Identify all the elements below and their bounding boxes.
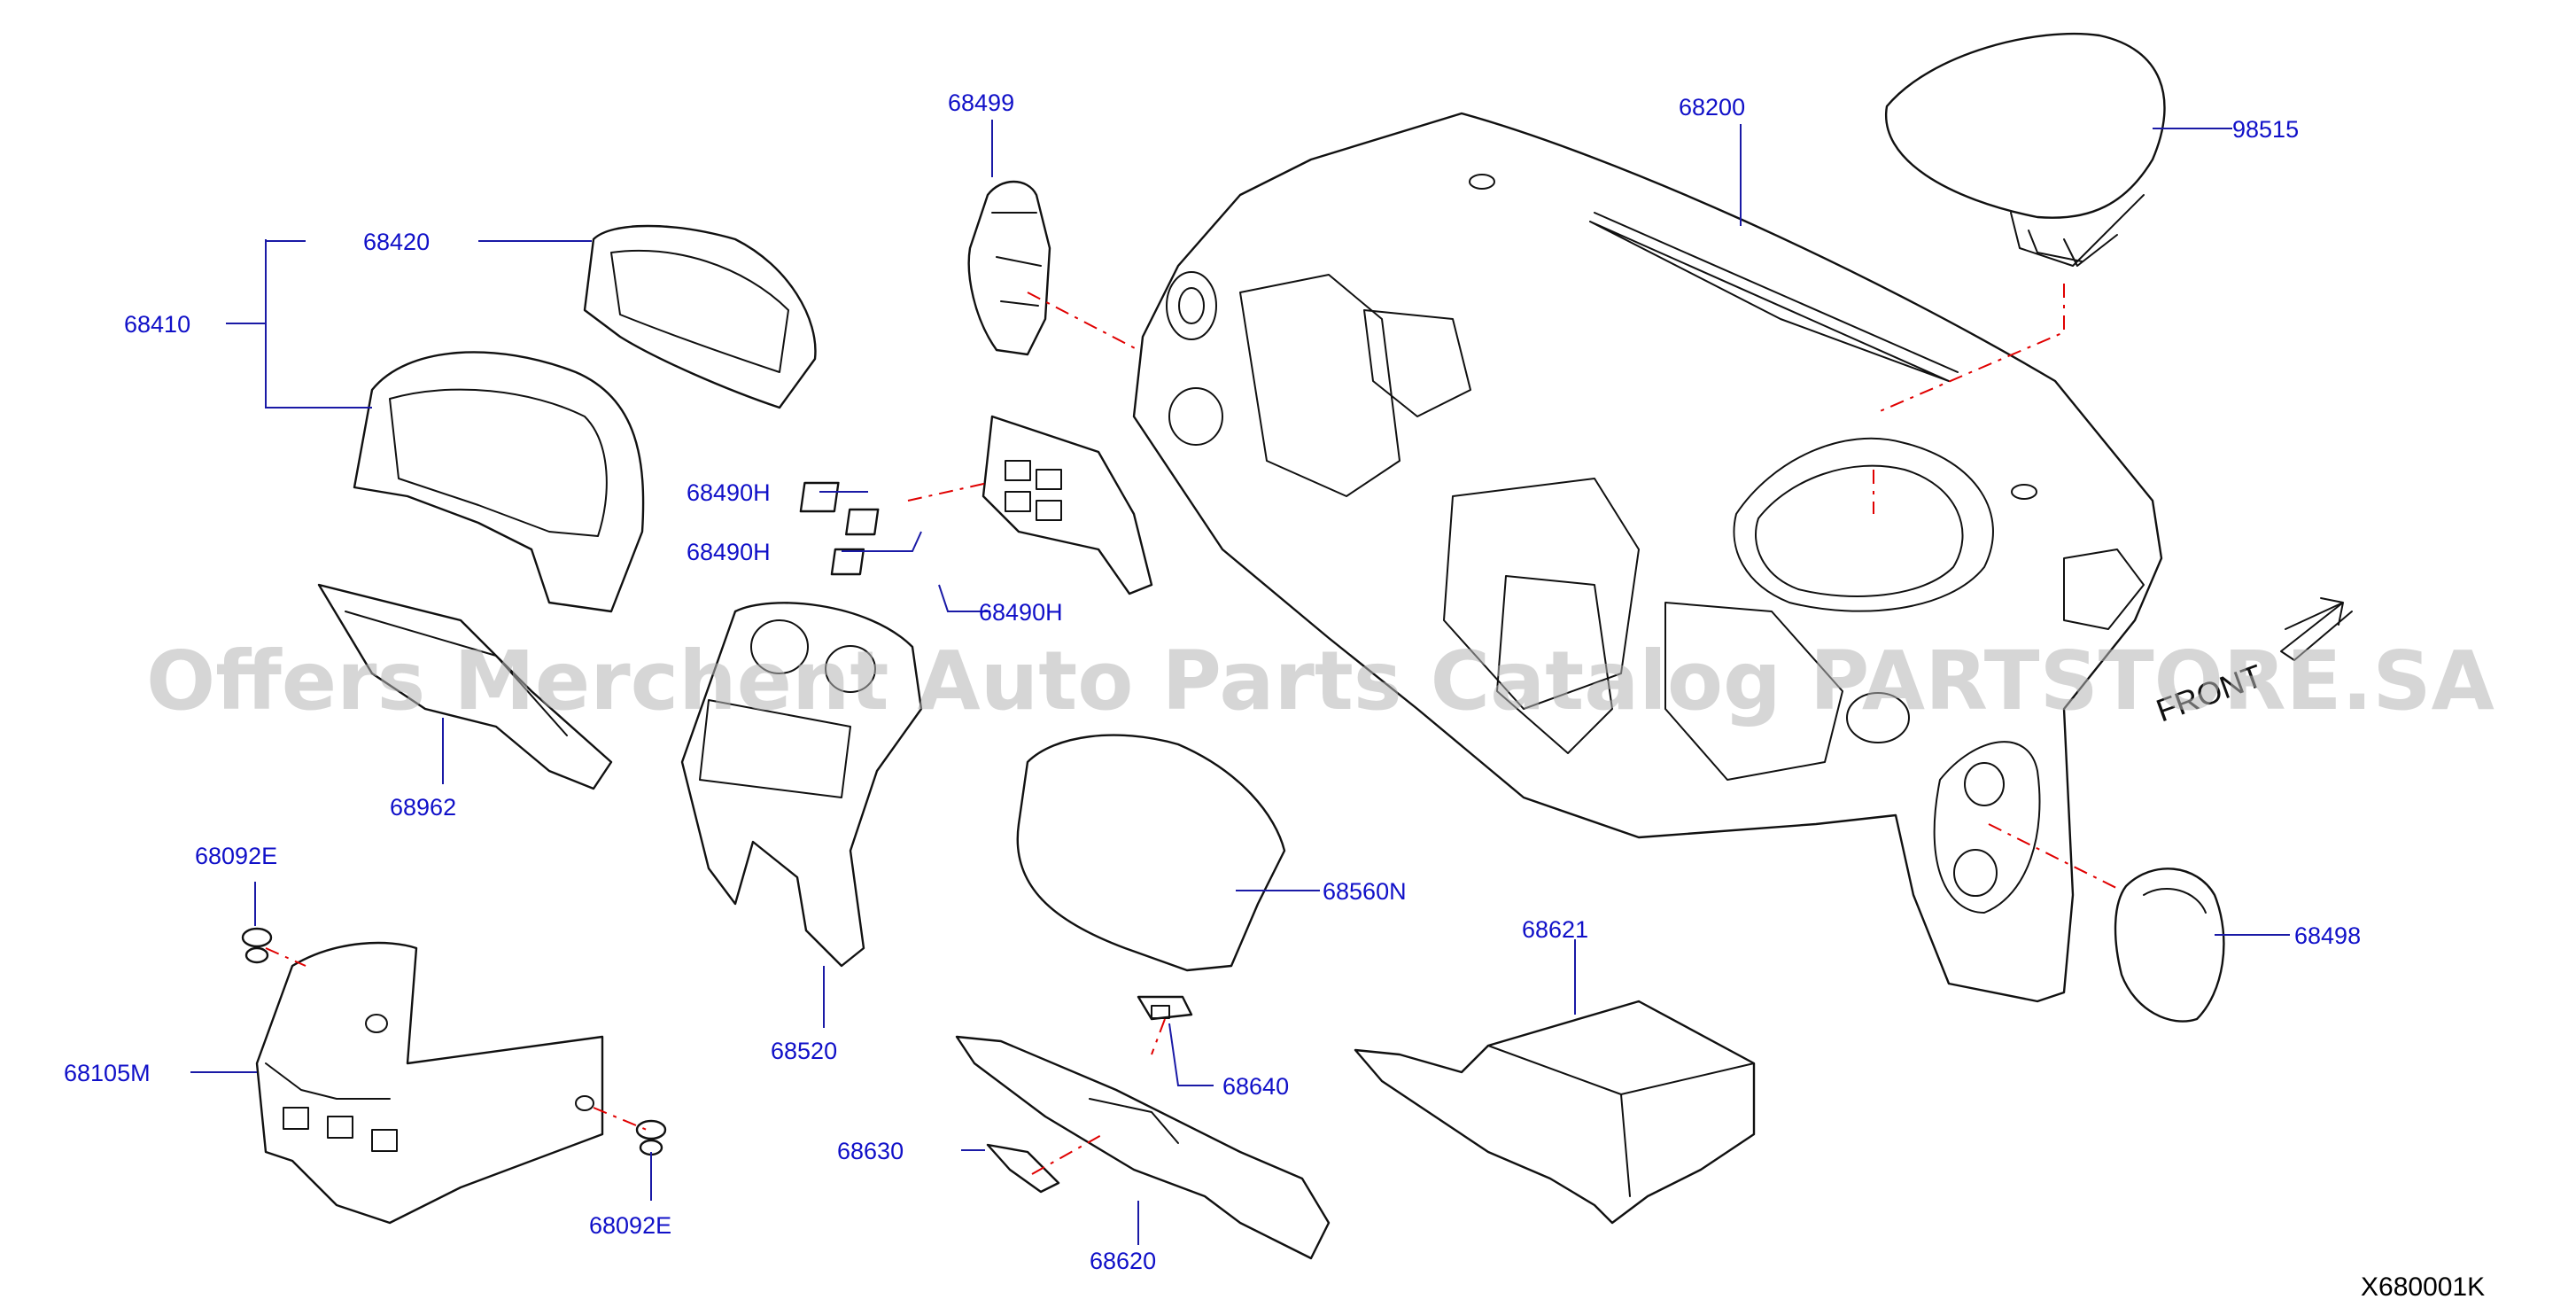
clip-68092e-bottom[interactable] bbox=[635, 1119, 667, 1156]
callout-68092e-bottom[interactable]: 68092E bbox=[589, 1212, 671, 1239]
side-trim-68499[interactable] bbox=[967, 180, 1051, 356]
glove-box-68621[interactable] bbox=[1354, 1000, 1756, 1225]
instrument-panel-68200[interactable] bbox=[1132, 112, 2163, 1003]
callout-68092e-top[interactable]: 68092E bbox=[195, 843, 277, 869]
callout-68420[interactable]: 68420 bbox=[363, 229, 430, 255]
callout-98515[interactable]: 98515 bbox=[2232, 116, 2299, 143]
striker-68640[interactable] bbox=[1137, 995, 1193, 1021]
callout-68620[interactable]: 68620 bbox=[1090, 1248, 1156, 1274]
watermark: Offers Merchent Auto Parts Catalog PARTS… bbox=[146, 634, 2495, 728]
switch-blank-68490h-2[interactable] bbox=[845, 508, 880, 536]
callout-68410[interactable]: 68410 bbox=[124, 311, 190, 338]
front-arrow-icon bbox=[2280, 597, 2353, 661]
dashed-links bbox=[265, 284, 2122, 1175]
callout-68498[interactable]: 68498 bbox=[2294, 922, 2361, 949]
end-finisher-68498[interactable] bbox=[2114, 868, 2225, 1023]
callout-68490h-1[interactable]: 68490H bbox=[687, 479, 771, 506]
switch-blank-68490h-3[interactable] bbox=[830, 548, 865, 576]
cover-68560n[interactable] bbox=[1016, 734, 1286, 972]
callout-68200[interactable]: 68200 bbox=[1679, 94, 1745, 121]
passenger-airbag-98515[interactable] bbox=[1884, 32, 2166, 267]
handle-68630[interactable] bbox=[986, 1143, 1060, 1194]
callout-68962[interactable]: 68962 bbox=[390, 794, 456, 821]
callout-68560n[interactable]: 68560N bbox=[1323, 878, 1407, 905]
diagram-reference: X680001K bbox=[2361, 1272, 2485, 1302]
lower-cover-68962[interactable] bbox=[317, 583, 613, 790]
callout-68621[interactable]: 68621 bbox=[1522, 916, 1588, 943]
cluster-lid-68420[interactable] bbox=[583, 224, 817, 409]
switch-panel-68490[interactable] bbox=[982, 415, 1153, 595]
callout-68490h-2[interactable]: 68490H bbox=[687, 539, 771, 565]
glove-box-lid-68620[interactable] bbox=[955, 1035, 1331, 1260]
callout-68640[interactable]: 68640 bbox=[1222, 1073, 1289, 1100]
callout-68630[interactable]: 68630 bbox=[837, 1138, 904, 1164]
cluster-finisher-68410[interactable] bbox=[353, 351, 645, 613]
callout-68105m[interactable]: 68105M bbox=[64, 1060, 151, 1086]
clip-68092e-top[interactable] bbox=[241, 927, 273, 964]
center-cluster-finisher-68520[interactable] bbox=[680, 602, 923, 968]
callout-68499[interactable]: 68499 bbox=[948, 89, 1014, 116]
callout-68490h-3[interactable]: 68490H bbox=[979, 599, 1063, 626]
callout-68520[interactable]: 68520 bbox=[771, 1038, 837, 1064]
knee-protector-68105m[interactable] bbox=[255, 941, 604, 1225]
leader-lines bbox=[190, 120, 2290, 1245]
switch-blank-68490h-1[interactable] bbox=[799, 481, 840, 513]
